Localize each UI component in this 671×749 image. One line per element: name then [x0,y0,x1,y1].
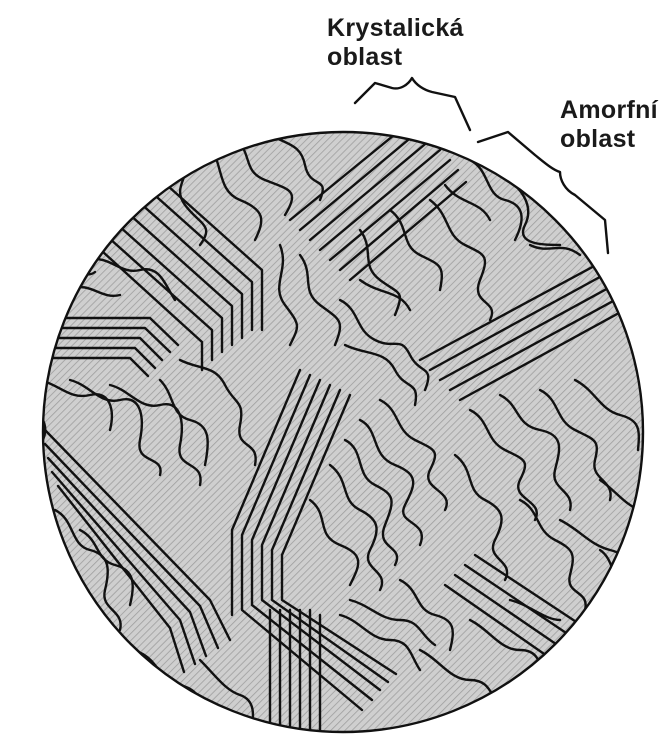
crystalline-label-line1: Krystalická [327,14,464,43]
crystalline-brace [355,78,470,130]
crystalline-label-line2: oblast [327,43,464,72]
amorphous-region-label: Amorfní oblast [560,96,658,154]
amorphous-label-line1: Amorfní [560,96,658,125]
amorphous-label-line2: oblast [560,125,658,154]
crystalline-region-label: Krystalická oblast [327,14,464,72]
